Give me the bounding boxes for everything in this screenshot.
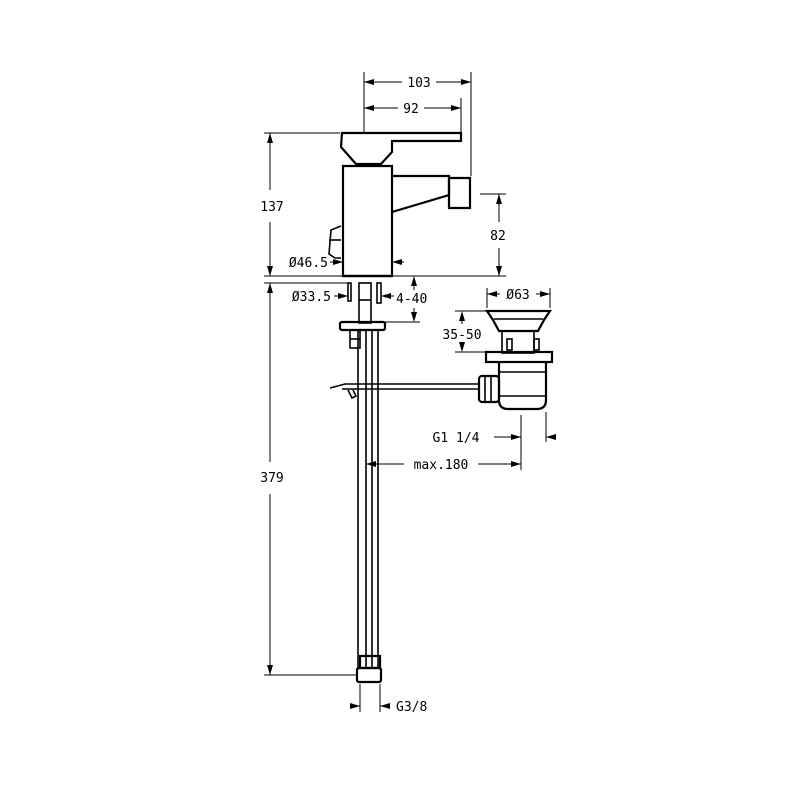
label-103: 103 [407, 76, 430, 91]
mounting-assembly [338, 282, 387, 684]
label-82: 82 [490, 229, 506, 244]
dimension-labels: 103 92 137 82 Ø46.5 Ø33.5 4-40 Ø63 35-50… [260, 76, 529, 715]
label-max-180: max.180 [414, 458, 469, 473]
label-379: 379 [260, 471, 283, 486]
body-column [341, 164, 394, 278]
label-dia-63: Ø63 [506, 288, 529, 303]
label-35-50: 35-50 [442, 328, 481, 343]
faucet-body [328, 131, 472, 278]
label-4-40: 4-40 [396, 292, 427, 307]
lever-handle [339, 131, 463, 166]
spout-nozzle [447, 176, 472, 210]
label-dia-33-5: Ø33.5 [292, 290, 331, 305]
label-92: 92 [403, 102, 419, 117]
dimension-lines [264, 72, 556, 712]
waste-fitting [477, 309, 554, 411]
label-g1-1-4: G1 1/4 [433, 431, 480, 446]
popup-knob [328, 225, 342, 259]
label-dia-46-5: Ø46.5 [289, 256, 328, 271]
drain-rod [329, 383, 480, 400]
label-g3-8: G3/8 [396, 700, 427, 715]
spout [391, 174, 451, 214]
label-137: 137 [260, 200, 283, 215]
